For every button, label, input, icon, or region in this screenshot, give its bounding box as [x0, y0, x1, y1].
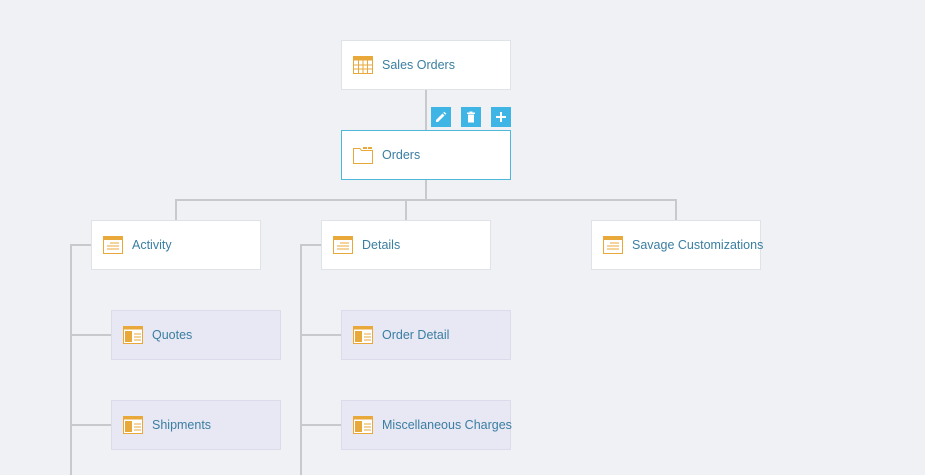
connector-to-details [405, 199, 407, 221]
connector-details-hook [300, 244, 322, 246]
node-label: Savage Customizations [632, 238, 764, 252]
connector-order-detail [300, 334, 342, 336]
node-savage-customizations[interactable]: Savage Customizations [591, 220, 764, 270]
connector-activity-vertical [70, 244, 72, 475]
connector-details-vertical [300, 244, 302, 475]
node-label: Sales Orders [382, 58, 455, 72]
form-icon [333, 236, 353, 254]
node-label: Quotes [152, 328, 193, 342]
connector-shipments [70, 424, 112, 426]
node-miscellaneous-charges[interactable]: Miscellaneous Charges [341, 400, 512, 450]
form-icon [103, 236, 123, 254]
node-quotes[interactable]: Quotes [111, 310, 281, 360]
connector-root-to-orders [425, 89, 427, 131]
node-shipments[interactable]: Shipments [111, 400, 281, 450]
edit-button[interactable] [431, 107, 451, 127]
plus-icon [496, 112, 506, 122]
connector-misc-charges [300, 424, 342, 426]
add-button[interactable] [491, 107, 511, 127]
panel-icon [353, 416, 373, 434]
connector-quotes [70, 334, 112, 336]
panel-icon [353, 326, 373, 344]
delete-button[interactable] [461, 107, 481, 127]
node-sales-orders[interactable]: Sales Orders [341, 40, 511, 90]
node-label: Shipments [152, 418, 212, 432]
trash-icon [467, 111, 475, 123]
node-label: Order Detail [382, 328, 450, 342]
connector-to-savage [675, 199, 677, 221]
connector-to-activity [175, 199, 177, 221]
panel-icon [123, 416, 143, 434]
connector-activity-hook [70, 244, 92, 246]
panel-icon [123, 326, 143, 344]
form-icon [603, 236, 623, 254]
node-order-detail[interactable]: Order Detail [341, 310, 511, 360]
connector-horizontal-bar [175, 199, 677, 201]
node-activity[interactable]: Activity [91, 220, 261, 270]
node-label: Miscellaneous Charges [382, 418, 512, 432]
grid-table-icon [353, 56, 373, 74]
node-orders[interactable]: Orders [341, 130, 511, 180]
folder-icon [353, 146, 373, 164]
node-label: Activity [132, 238, 172, 252]
node-label: Orders [382, 148, 421, 162]
node-label: Details [362, 238, 401, 252]
connector-orders-down [425, 179, 427, 200]
pencil-icon [436, 111, 447, 122]
node-details[interactable]: Details [321, 220, 491, 270]
